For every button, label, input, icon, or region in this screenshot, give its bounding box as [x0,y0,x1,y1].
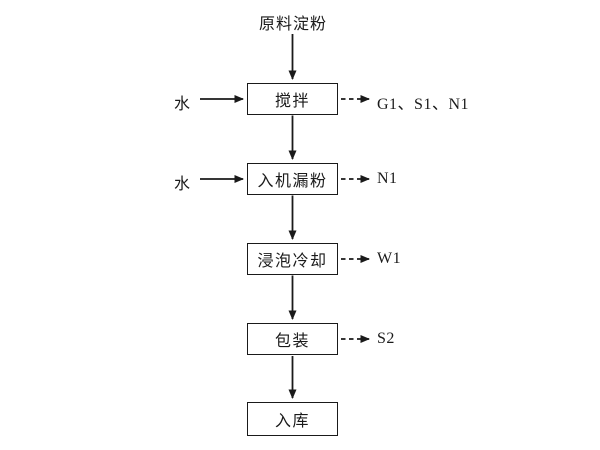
output-label-3: W1 [377,250,402,267]
step-box-mixing: 搅拌 [247,83,338,115]
step-box-packaging: 包装 [247,323,338,355]
step-box-soaking-cooling: 浸泡冷却 [247,243,338,275]
source-material-label: 原料淀粉 [258,16,327,33]
step-box-machine-feeding: 入机漏粉 [247,163,338,195]
step-box-warehousing-label: 入库 [274,413,310,430]
output-label-4: S2 [377,330,395,347]
output-label-2: N1 [377,170,398,187]
step-box-warehousing: 入库 [247,402,338,436]
water-input-label-2: 水 [173,176,190,193]
step-box-machine-feeding-label: 入机漏粉 [257,173,328,190]
water-input-label-1: 水 [173,96,190,113]
step-box-mixing-label: 搅拌 [274,93,310,110]
step-box-soaking-cooling-label: 浸泡冷却 [257,253,328,270]
step-box-packaging-label: 包装 [274,333,310,350]
output-label-1: G1、S1、N1 [377,96,470,113]
